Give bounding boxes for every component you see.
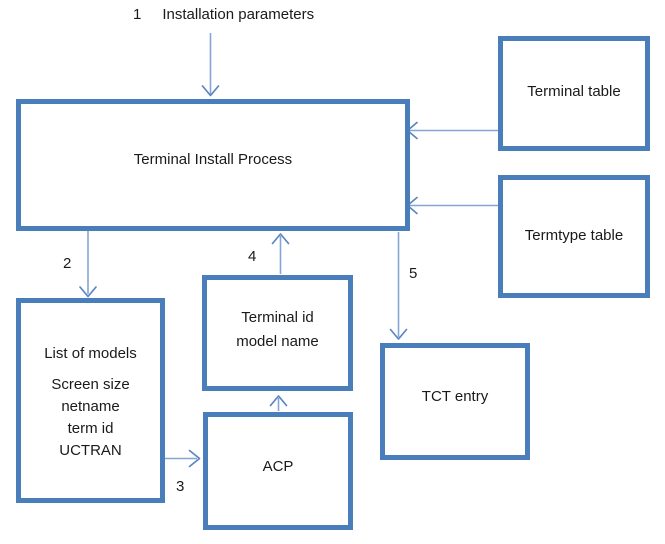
arrow-terminaltable-to-process-icon	[406, 121, 498, 140]
termtype-table-box: Termtype table	[498, 175, 650, 298]
arrow-termtypetable-to-process-icon	[406, 196, 498, 215]
list-of-models-box: List of models Screen size netname term …	[16, 298, 165, 503]
step-1-label: 1	[133, 6, 142, 23]
arrow-terminalid-to-process-icon	[271, 233, 290, 274]
termtype-table-label: Termtype table	[524, 227, 624, 244]
acp-label: ACP	[262, 458, 294, 475]
list-of-models-line: Screen size	[51, 376, 130, 393]
arrow-list-to-acp-icon	[165, 449, 201, 468]
terminal-id-model-name-box: Terminal id model name	[202, 275, 353, 391]
terminal-id-line: Terminal id	[241, 309, 314, 326]
terminal-install-process-label: Terminal Install Process	[133, 151, 293, 168]
terminal-table-box: Terminal table	[498, 36, 650, 151]
list-of-models-title: List of models	[44, 345, 137, 362]
arrow-acp-to-terminalid-icon	[269, 395, 288, 411]
tct-entry-label: TCT entry	[421, 388, 489, 405]
terminal-table-label: Terminal table	[527, 83, 621, 100]
arrow-process-to-tct-icon	[389, 232, 408, 340]
arrow-process-to-list-icon	[79, 231, 97, 298]
model-name-line: model name	[236, 333, 319, 350]
installation-parameters-text: Installation parameters	[162, 6, 315, 23]
list-of-models-line: term id	[67, 420, 114, 437]
list-of-models-line: netname	[61, 398, 120, 415]
tct-entry-box: TCT entry	[380, 343, 530, 460]
step-4-label: 4	[248, 248, 257, 265]
arrow-installation-to-process-icon	[201, 33, 220, 97]
terminal-install-process-box: Terminal Install Process	[16, 99, 410, 231]
step-2-label: 2	[63, 255, 72, 272]
step-3-label: 3	[176, 478, 185, 495]
installation-parameters-note: 1 Installation parameters	[133, 6, 314, 24]
acp-box: ACP	[203, 412, 353, 530]
step-5-label: 5	[409, 265, 418, 282]
list-of-models-line: UCTRAN	[59, 442, 122, 459]
